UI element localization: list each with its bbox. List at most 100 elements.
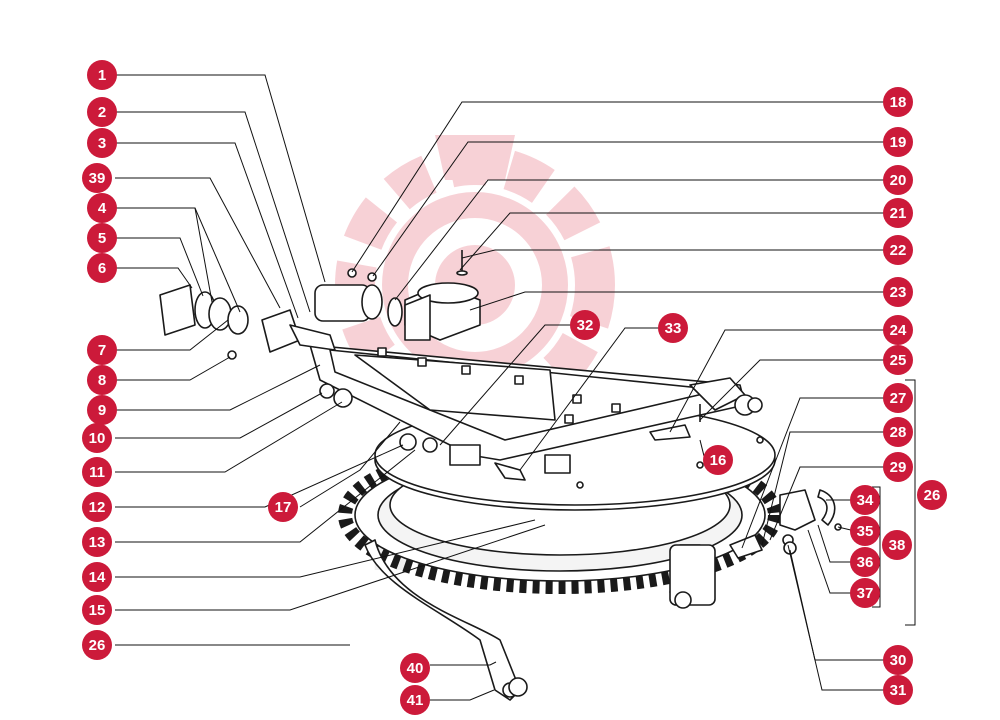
callout-11[interactable]: 11 [82, 457, 112, 487]
hydraulic-motor [314, 268, 403, 327]
svg-text:6: 6 [98, 260, 106, 277]
callout-7[interactable]: 7 [87, 335, 117, 365]
leader-line-10 [115, 392, 323, 439]
callout-14[interactable]: 14 [82, 562, 112, 592]
callout-20[interactable]: 20 [883, 165, 913, 195]
callout-13[interactable]: 13 [82, 527, 112, 557]
svg-text:24: 24 [890, 322, 907, 339]
leader-line-18 [351, 101, 895, 273]
callout-12[interactable]: 12 [82, 492, 112, 522]
svg-text:8: 8 [98, 372, 106, 389]
callout-31[interactable]: 31 [883, 675, 913, 705]
callout-26-left[interactable]: 26 [82, 630, 112, 660]
leader-line-28 [761, 431, 895, 546]
svg-text:11: 11 [89, 464, 105, 481]
leader-line-22 [461, 249, 895, 259]
rotator-yoke [364, 539, 716, 701]
svg-text:39: 39 [89, 170, 106, 187]
callout-39[interactable]: 39 [82, 163, 112, 193]
callout-24[interactable]: 24 [883, 315, 913, 345]
callout-26-right[interactable]: 26 [917, 480, 947, 510]
callout-1[interactable]: 1 [87, 60, 117, 90]
svg-text:14: 14 [89, 569, 106, 586]
callout-19[interactable]: 19 [883, 127, 913, 157]
leader-line-27 [741, 397, 895, 549]
svg-text:27: 27 [890, 390, 907, 407]
callout-6[interactable]: 6 [87, 253, 117, 283]
leader-line-8 [115, 356, 231, 381]
leader-line-13 [115, 449, 416, 543]
svg-text:22: 22 [890, 242, 907, 259]
leader-line-39 [115, 177, 281, 309]
callout-10[interactable]: 10 [82, 423, 112, 453]
svg-text:41: 41 [407, 692, 424, 709]
callout-4[interactable]: 4 [87, 193, 117, 223]
leader-line-36 [817, 524, 855, 563]
callout-30[interactable]: 30 [883, 645, 913, 675]
leader-line-20 [394, 179, 895, 301]
callout-35[interactable]: 35 [850, 516, 880, 546]
leader-line-23 [469, 291, 895, 311]
leader-line-25 [699, 359, 895, 421]
leader-line-12 [115, 444, 404, 508]
callout-33[interactable]: 33 [658, 313, 688, 343]
brake-bracket [779, 489, 842, 555]
svg-text:3: 3 [98, 135, 106, 152]
callout-25[interactable]: 25 [883, 345, 913, 375]
callout-17[interactable]: 17 [268, 492, 298, 522]
callout-34[interactable]: 34 [850, 485, 880, 515]
leader-line-2 [115, 111, 311, 313]
leader-line-21 [459, 212, 895, 271]
svg-text:36: 36 [857, 554, 874, 571]
svg-text:10: 10 [89, 430, 106, 447]
callout-23[interactable]: 23 [883, 277, 913, 307]
callout-32[interactable]: 32 [570, 310, 600, 340]
callout-8[interactable]: 8 [87, 365, 117, 395]
callout-40[interactable]: 40 [400, 653, 430, 683]
leader-line-41 [430, 689, 495, 701]
swivel-shaft-assembly [159, 284, 438, 453]
callout-3[interactable]: 3 [87, 128, 117, 158]
svg-text:13: 13 [89, 534, 106, 551]
callouts: 1 2 3 39 4 5 6 7 8 9 10 11 12 13 14 15 2… [82, 60, 947, 715]
svg-text:26: 26 [924, 487, 941, 504]
leader-lines [115, 74, 916, 701]
group-bracket-26 [905, 379, 916, 626]
callout-37[interactable]: 37 [850, 578, 880, 608]
callout-27[interactable]: 27 [883, 383, 913, 413]
group-bracket-38 [872, 486, 881, 608]
svg-text:29: 29 [890, 459, 907, 476]
callout-22[interactable]: 22 [883, 235, 913, 265]
svg-text:40: 40 [407, 660, 424, 677]
callout-2[interactable]: 2 [87, 97, 117, 127]
svg-text:32: 32 [577, 317, 594, 334]
callout-5[interactable]: 5 [87, 223, 117, 253]
svg-text:30: 30 [890, 652, 907, 669]
callout-36[interactable]: 36 [850, 547, 880, 577]
callout-38[interactable]: 38 [882, 530, 912, 560]
callout-16[interactable]: 16 [703, 445, 733, 475]
pivot-bolts [494, 404, 763, 559]
leader-line-37 [807, 529, 855, 594]
callout-15[interactable]: 15 [82, 595, 112, 625]
svg-text:1: 1 [98, 67, 106, 84]
callout-41[interactable]: 41 [400, 685, 430, 715]
svg-text:35: 35 [857, 523, 874, 540]
callout-21[interactable]: 21 [883, 198, 913, 228]
leader-line-5 [115, 237, 204, 297]
callout-18[interactable]: 18 [883, 87, 913, 117]
svg-text:12: 12 [89, 499, 106, 516]
mechanical-assembly-drawing [159, 250, 842, 701]
callout-28[interactable]: 28 [883, 417, 913, 447]
leader-line-29 [769, 466, 895, 541]
svg-text:15: 15 [89, 602, 106, 619]
svg-text:31: 31 [890, 682, 907, 699]
callout-29[interactable]: 29 [883, 452, 913, 482]
svg-text:19: 19 [890, 134, 907, 151]
callout-9[interactable]: 9 [87, 395, 117, 425]
leader-line-40 [430, 661, 497, 666]
leader-line-6 [115, 267, 193, 289]
svg-text:18: 18 [890, 94, 907, 111]
svg-text:20: 20 [890, 172, 907, 189]
